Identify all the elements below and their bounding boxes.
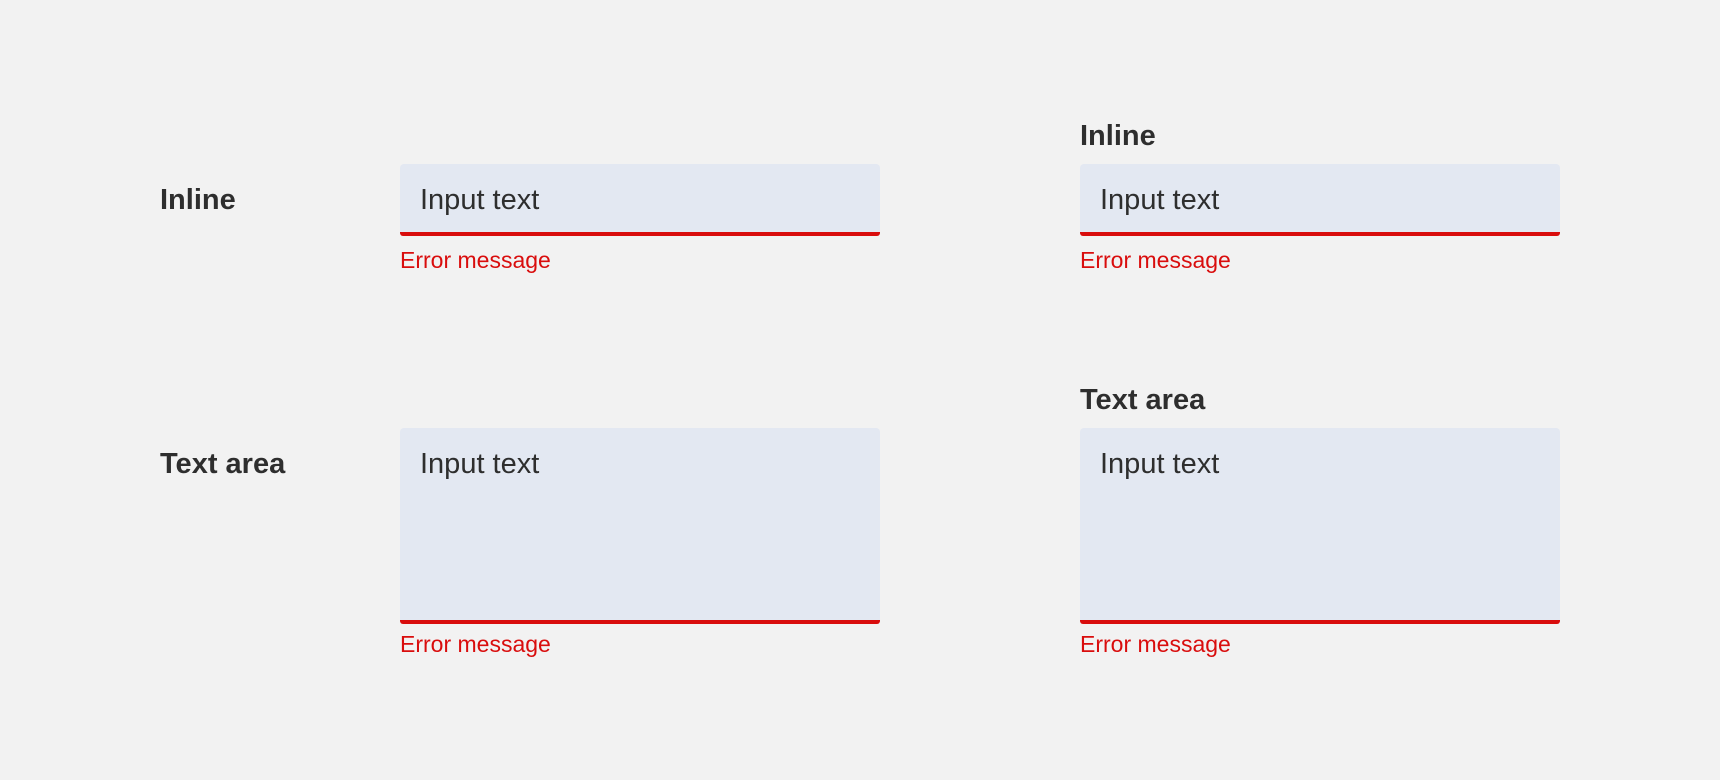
inline-top-input-value: Input text bbox=[1100, 184, 1220, 216]
inline-top-input[interactable]: Input text bbox=[1080, 164, 1560, 236]
textarea-top-error-message: Error message bbox=[1080, 631, 1231, 657]
textarea-side-input-value: Input text bbox=[420, 448, 540, 480]
inline-side-input[interactable]: Input text bbox=[400, 164, 880, 236]
inline-side-input-value: Input text bbox=[420, 184, 540, 216]
textarea-top-label: Text area bbox=[1080, 384, 1206, 416]
textarea-side-error-message: Error message bbox=[400, 631, 551, 657]
inline-top-error-message: Error message bbox=[1080, 247, 1231, 273]
inline-top-label: Inline bbox=[1080, 120, 1156, 152]
inline-side-label: Inline bbox=[160, 184, 236, 216]
textarea-side-label: Text area bbox=[160, 448, 286, 480]
textarea-side-input[interactable]: Input text bbox=[400, 428, 880, 624]
textarea-top-input-value: Input text bbox=[1100, 448, 1220, 480]
inline-side-error-message: Error message bbox=[400, 247, 551, 273]
textarea-top-input[interactable]: Input text bbox=[1080, 428, 1560, 624]
